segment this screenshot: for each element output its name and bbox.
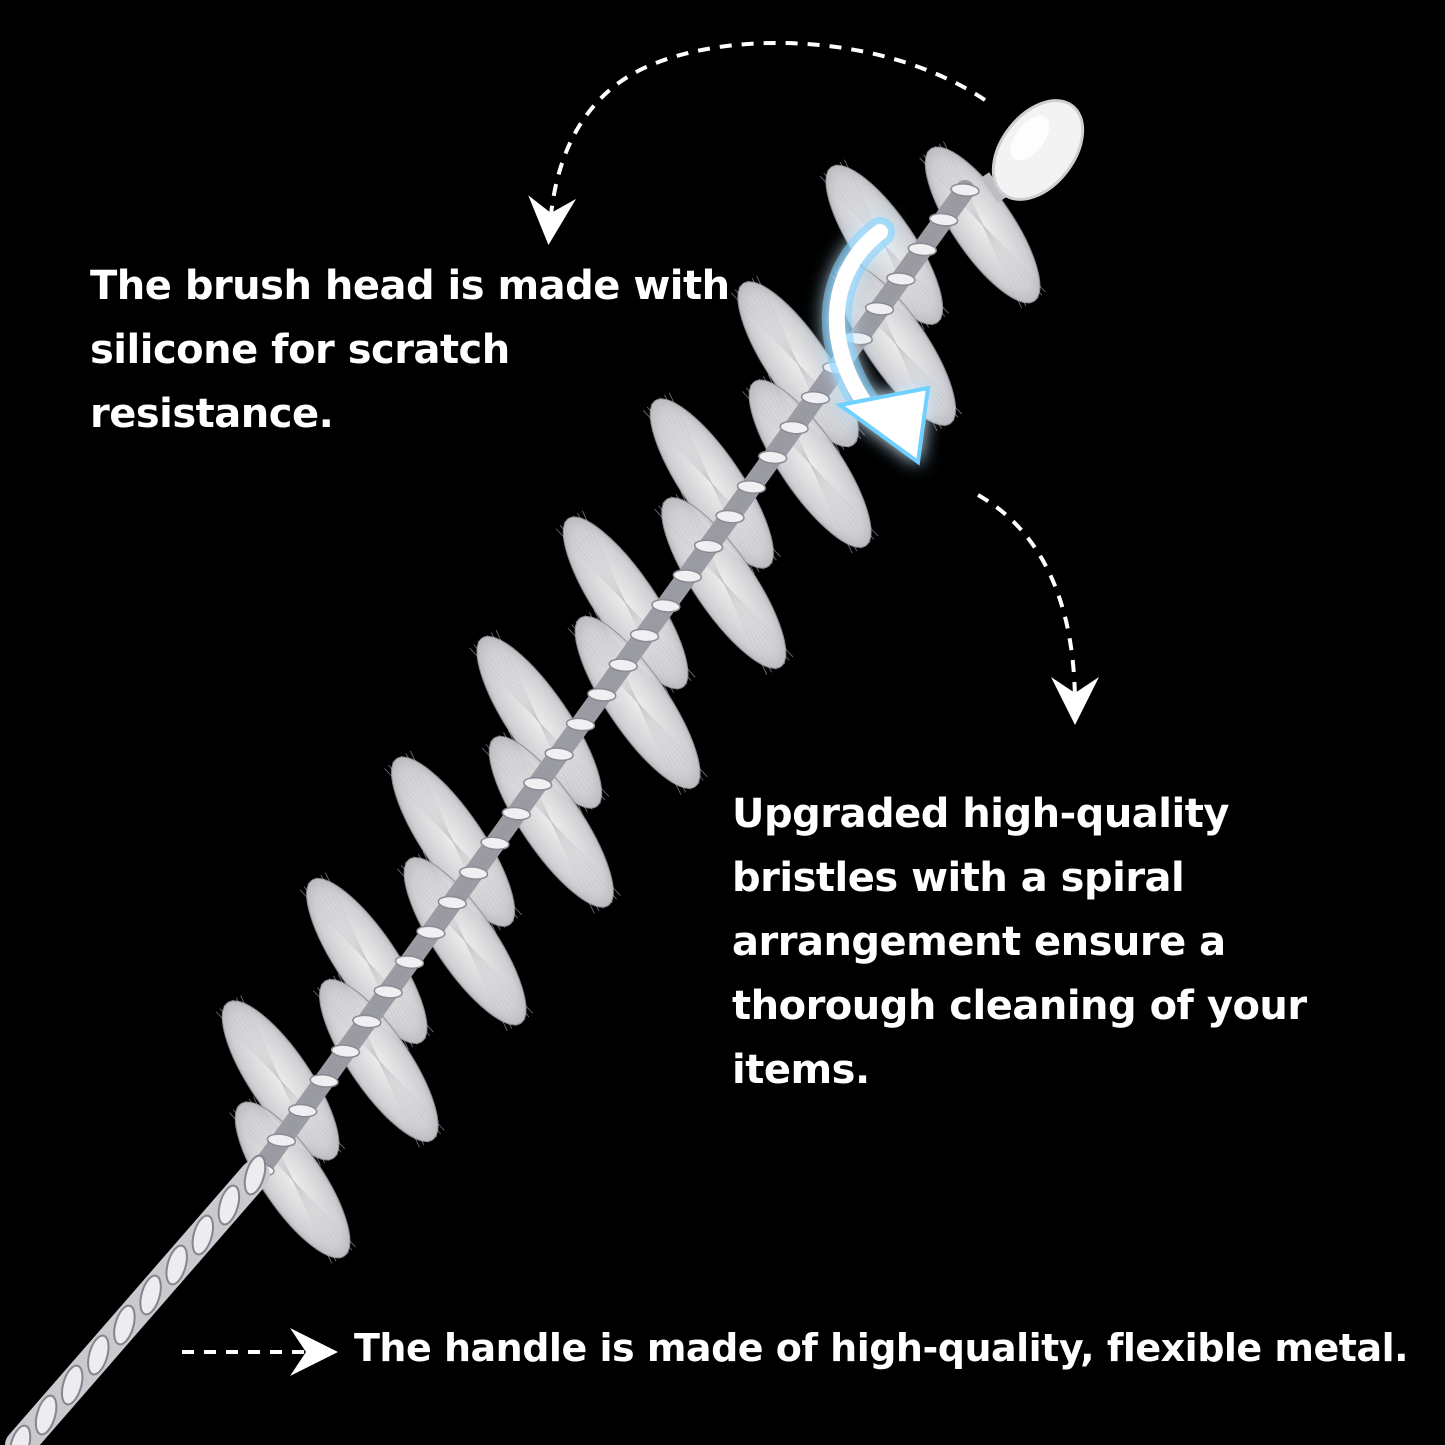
handle-twist — [34, 1394, 58, 1436]
handle-twist — [191, 1214, 215, 1256]
handle-twist — [217, 1184, 241, 1226]
wire-twist — [416, 925, 446, 940]
wire-twist — [886, 272, 916, 286]
bristle-strand — [593, 609, 682, 795]
handle-twists — [8, 1154, 267, 1445]
wire-twist — [330, 1044, 361, 1059]
bristle-tufts — [216, 141, 1046, 1264]
bristle-strand — [410, 750, 497, 933]
handle-caption: The handle is made of high-quality, flex… — [354, 1326, 1409, 1370]
handle-twist — [139, 1274, 162, 1316]
wire-twist — [715, 509, 745, 524]
handle-twist — [60, 1364, 84, 1406]
dashed-arrow-icon — [528, 41, 987, 245]
wire-twist — [352, 1014, 382, 1029]
wire-twist — [928, 212, 959, 227]
wire-twist — [480, 836, 510, 851]
wire-twist — [458, 866, 489, 880]
bristle-strand — [325, 872, 409, 1050]
wire-twist — [608, 658, 638, 673]
bristle-strand — [756, 275, 840, 453]
wire-twist — [800, 391, 831, 405]
wire-twist — [587, 687, 617, 702]
dashed-arrow-icon — [977, 493, 1099, 725]
bristle-strand — [767, 373, 853, 554]
bristle-strand — [507, 729, 595, 914]
metal-handle — [5, 1154, 270, 1445]
wire-twist — [779, 420, 809, 435]
wire-twist — [907, 242, 937, 257]
wire-twist — [501, 806, 532, 821]
wire-twist — [437, 895, 467, 910]
wire-twist — [864, 301, 895, 316]
handle-twist — [243, 1154, 267, 1196]
wire-twist — [672, 569, 702, 583]
wire-twist — [629, 628, 660, 643]
handle-twist — [165, 1244, 188, 1286]
wire-twist — [394, 955, 425, 969]
bristle-strand — [337, 973, 420, 1148]
glowing-curved-arrow-icon — [821, 217, 931, 466]
wire-twist — [758, 450, 788, 465]
bristles-caption: Upgraded high-quality bristles with a sp… — [732, 791, 1307, 1093]
wire-twist — [266, 1133, 297, 1148]
handle-twist — [113, 1304, 136, 1346]
wire-twist — [950, 183, 980, 197]
bristle-strand — [422, 851, 508, 1031]
bristle-strand — [495, 629, 583, 815]
wire-twist — [523, 777, 553, 791]
wire-twist — [544, 747, 574, 762]
bristle-strand — [680, 491, 768, 675]
wire-twist — [693, 539, 724, 554]
silicone-tip — [980, 99, 1085, 203]
bristle-strand — [581, 510, 670, 696]
brush-head-caption: The brush head is made with silicone for… — [90, 263, 730, 437]
bristle-strand — [253, 1096, 333, 1264]
wire-twist — [565, 717, 596, 732]
handle-twist — [87, 1334, 110, 1376]
bristle-strand — [240, 995, 321, 1166]
wire-twist — [651, 598, 681, 613]
wire-twist — [373, 984, 403, 999]
bristle-strand — [668, 392, 755, 575]
handle-twist — [8, 1424, 32, 1445]
wire-twist — [288, 1103, 318, 1118]
bristle-strand — [943, 141, 1023, 309]
wire-twist — [736, 480, 767, 494]
wire-twist — [309, 1074, 339, 1088]
